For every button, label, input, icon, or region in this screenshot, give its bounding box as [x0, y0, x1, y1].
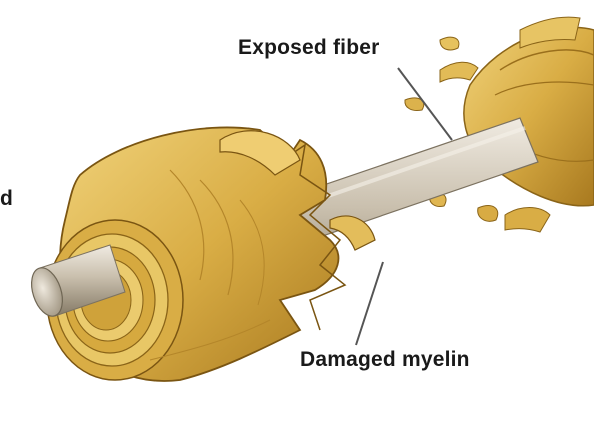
damaged-myelin-sheath [26, 127, 375, 381]
exposed-fiber-label: Exposed fiber [238, 36, 379, 60]
damaged-myelin-pointer [356, 262, 383, 345]
damaged-myelin-label: Damaged myelin [300, 348, 470, 372]
cropped-label-fragment: d [0, 187, 13, 211]
